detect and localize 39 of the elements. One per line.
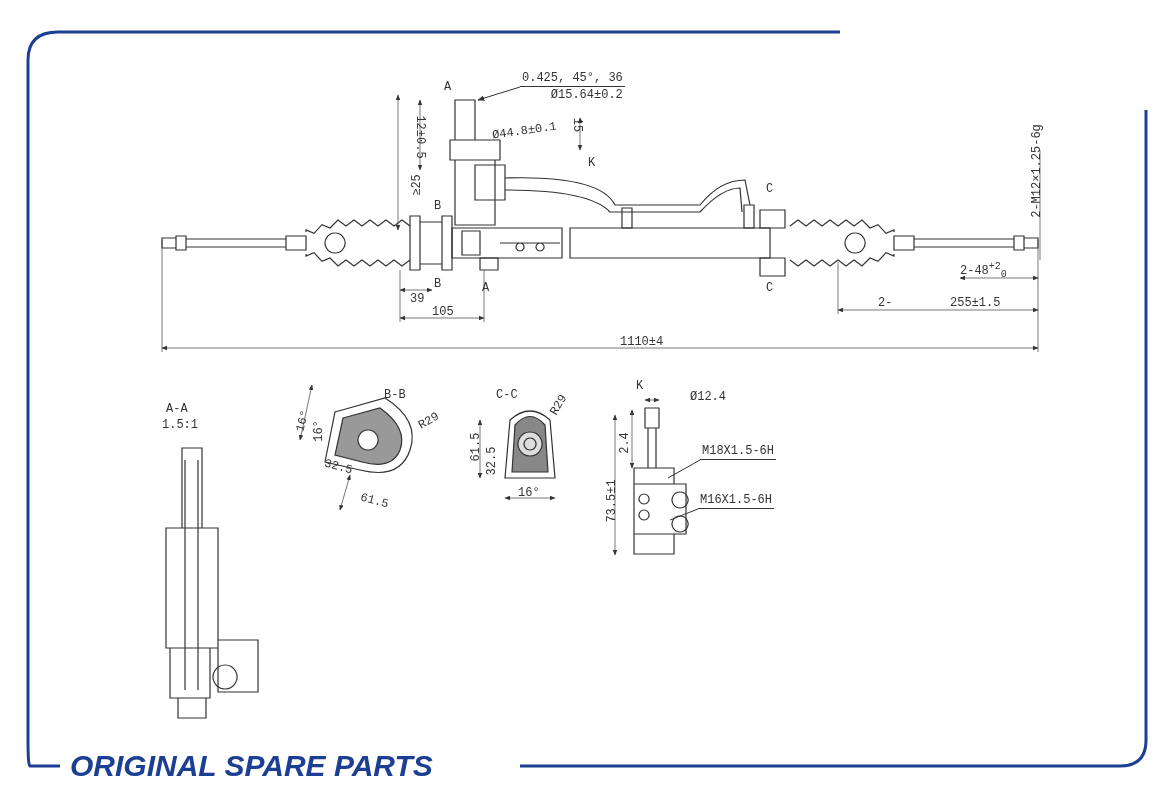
leader-line [669, 508, 699, 521]
section-mark: B [434, 277, 442, 291]
dimension-text: 39 [410, 292, 425, 306]
view-title: K [636, 379, 644, 393]
dimension-text: 61.5 [358, 490, 391, 512]
dimension-text: 32.5 [485, 446, 500, 476]
dimension-text: Ø12.4 [690, 390, 726, 404]
dimension-text: R29 [547, 392, 571, 418]
spline-callout: 0.425, 45°, 36 Ø15.64±0.2 [520, 70, 625, 103]
thread-callout: M18X1.5-6H [700, 443, 776, 460]
dimension-text: Ø44.8±0.1 [491, 119, 558, 143]
dimension-text: 1110±4 [620, 335, 664, 349]
section-mark: C [766, 281, 774, 295]
dimension-text: 16° [293, 408, 313, 434]
dimension-text: 16° [518, 486, 540, 500]
section-title: C-C [496, 388, 518, 402]
dimension-text: 73.5±1 [604, 479, 619, 523]
section-mark: A [444, 80, 452, 94]
dimension-text: 255±1.5 [950, 296, 1001, 310]
section-title: A-A [166, 402, 188, 416]
dimension-text: 2- [878, 296, 893, 310]
dimension-text: 16° [311, 420, 326, 442]
leader-line [667, 459, 701, 479]
view-mark: K [588, 156, 596, 170]
section-mark: A [482, 281, 490, 295]
thread-callout: M16X1.5-6H [698, 492, 774, 509]
scale-text: 1.5:1 [162, 418, 198, 432]
dimension-text: 2.4 [617, 432, 632, 454]
dimension-text: 12±0.5 [412, 115, 427, 159]
section-title: B-B [384, 388, 406, 402]
dimension-text: 105 [432, 305, 454, 319]
section-mark: C [766, 182, 774, 196]
dimension-text: 2-M12×1.25-6g [1029, 124, 1044, 218]
leader-line [477, 86, 521, 101]
dimension-text: R29 [415, 409, 442, 433]
dimension-text: ≥25 [409, 174, 424, 196]
dimension-text: 61.5 [469, 432, 484, 462]
dimension-text: 32.5 [322, 456, 355, 478]
section-mark: B [434, 199, 442, 213]
